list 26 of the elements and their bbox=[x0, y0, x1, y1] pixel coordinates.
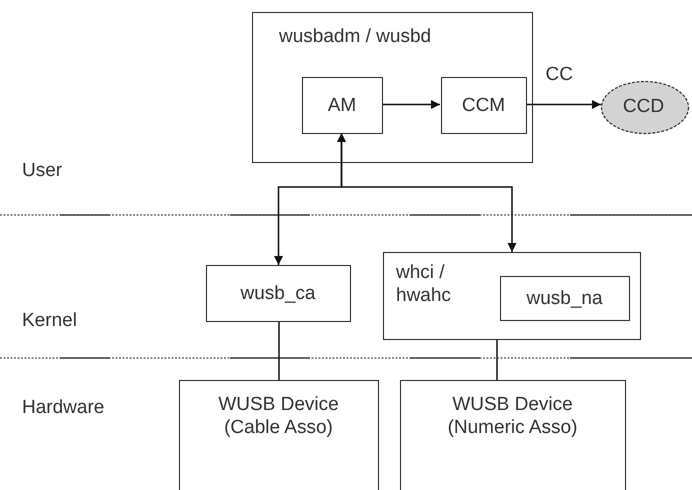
node-label: wusb_ca bbox=[240, 282, 316, 304]
layer-label: User bbox=[22, 160, 62, 182]
node-label: CCM bbox=[460, 94, 506, 116]
node-label: CCD bbox=[622, 94, 666, 118]
node-label: wusb_na bbox=[525, 286, 604, 310]
layer-label: Kernel bbox=[22, 310, 77, 332]
process-box bbox=[179, 380, 379, 490]
arrow bbox=[382, 100, 440, 109]
layer-label: Hardware bbox=[22, 397, 104, 419]
process-box bbox=[302, 77, 383, 134]
node-label: whci / hwahc bbox=[396, 261, 452, 307]
process-box bbox=[441, 77, 527, 134]
process-box bbox=[252, 12, 533, 163]
connector-line bbox=[278, 322, 280, 380]
connector-line bbox=[496, 340, 498, 380]
process-box bbox=[383, 252, 641, 340]
node-label: wusbadm / wusbd bbox=[279, 25, 432, 48]
node-label: AM bbox=[326, 94, 358, 116]
node-label: WUSB Device (Numeric Asso) bbox=[446, 393, 578, 439]
arrow bbox=[526, 100, 601, 109]
arrow bbox=[337, 133, 516, 252]
process-box bbox=[400, 380, 626, 490]
node-label: WUSB Device (Cable Asso) bbox=[217, 393, 340, 439]
process-box bbox=[500, 276, 630, 321]
process-box bbox=[206, 265, 351, 322]
ellipse-node bbox=[600, 80, 690, 135]
